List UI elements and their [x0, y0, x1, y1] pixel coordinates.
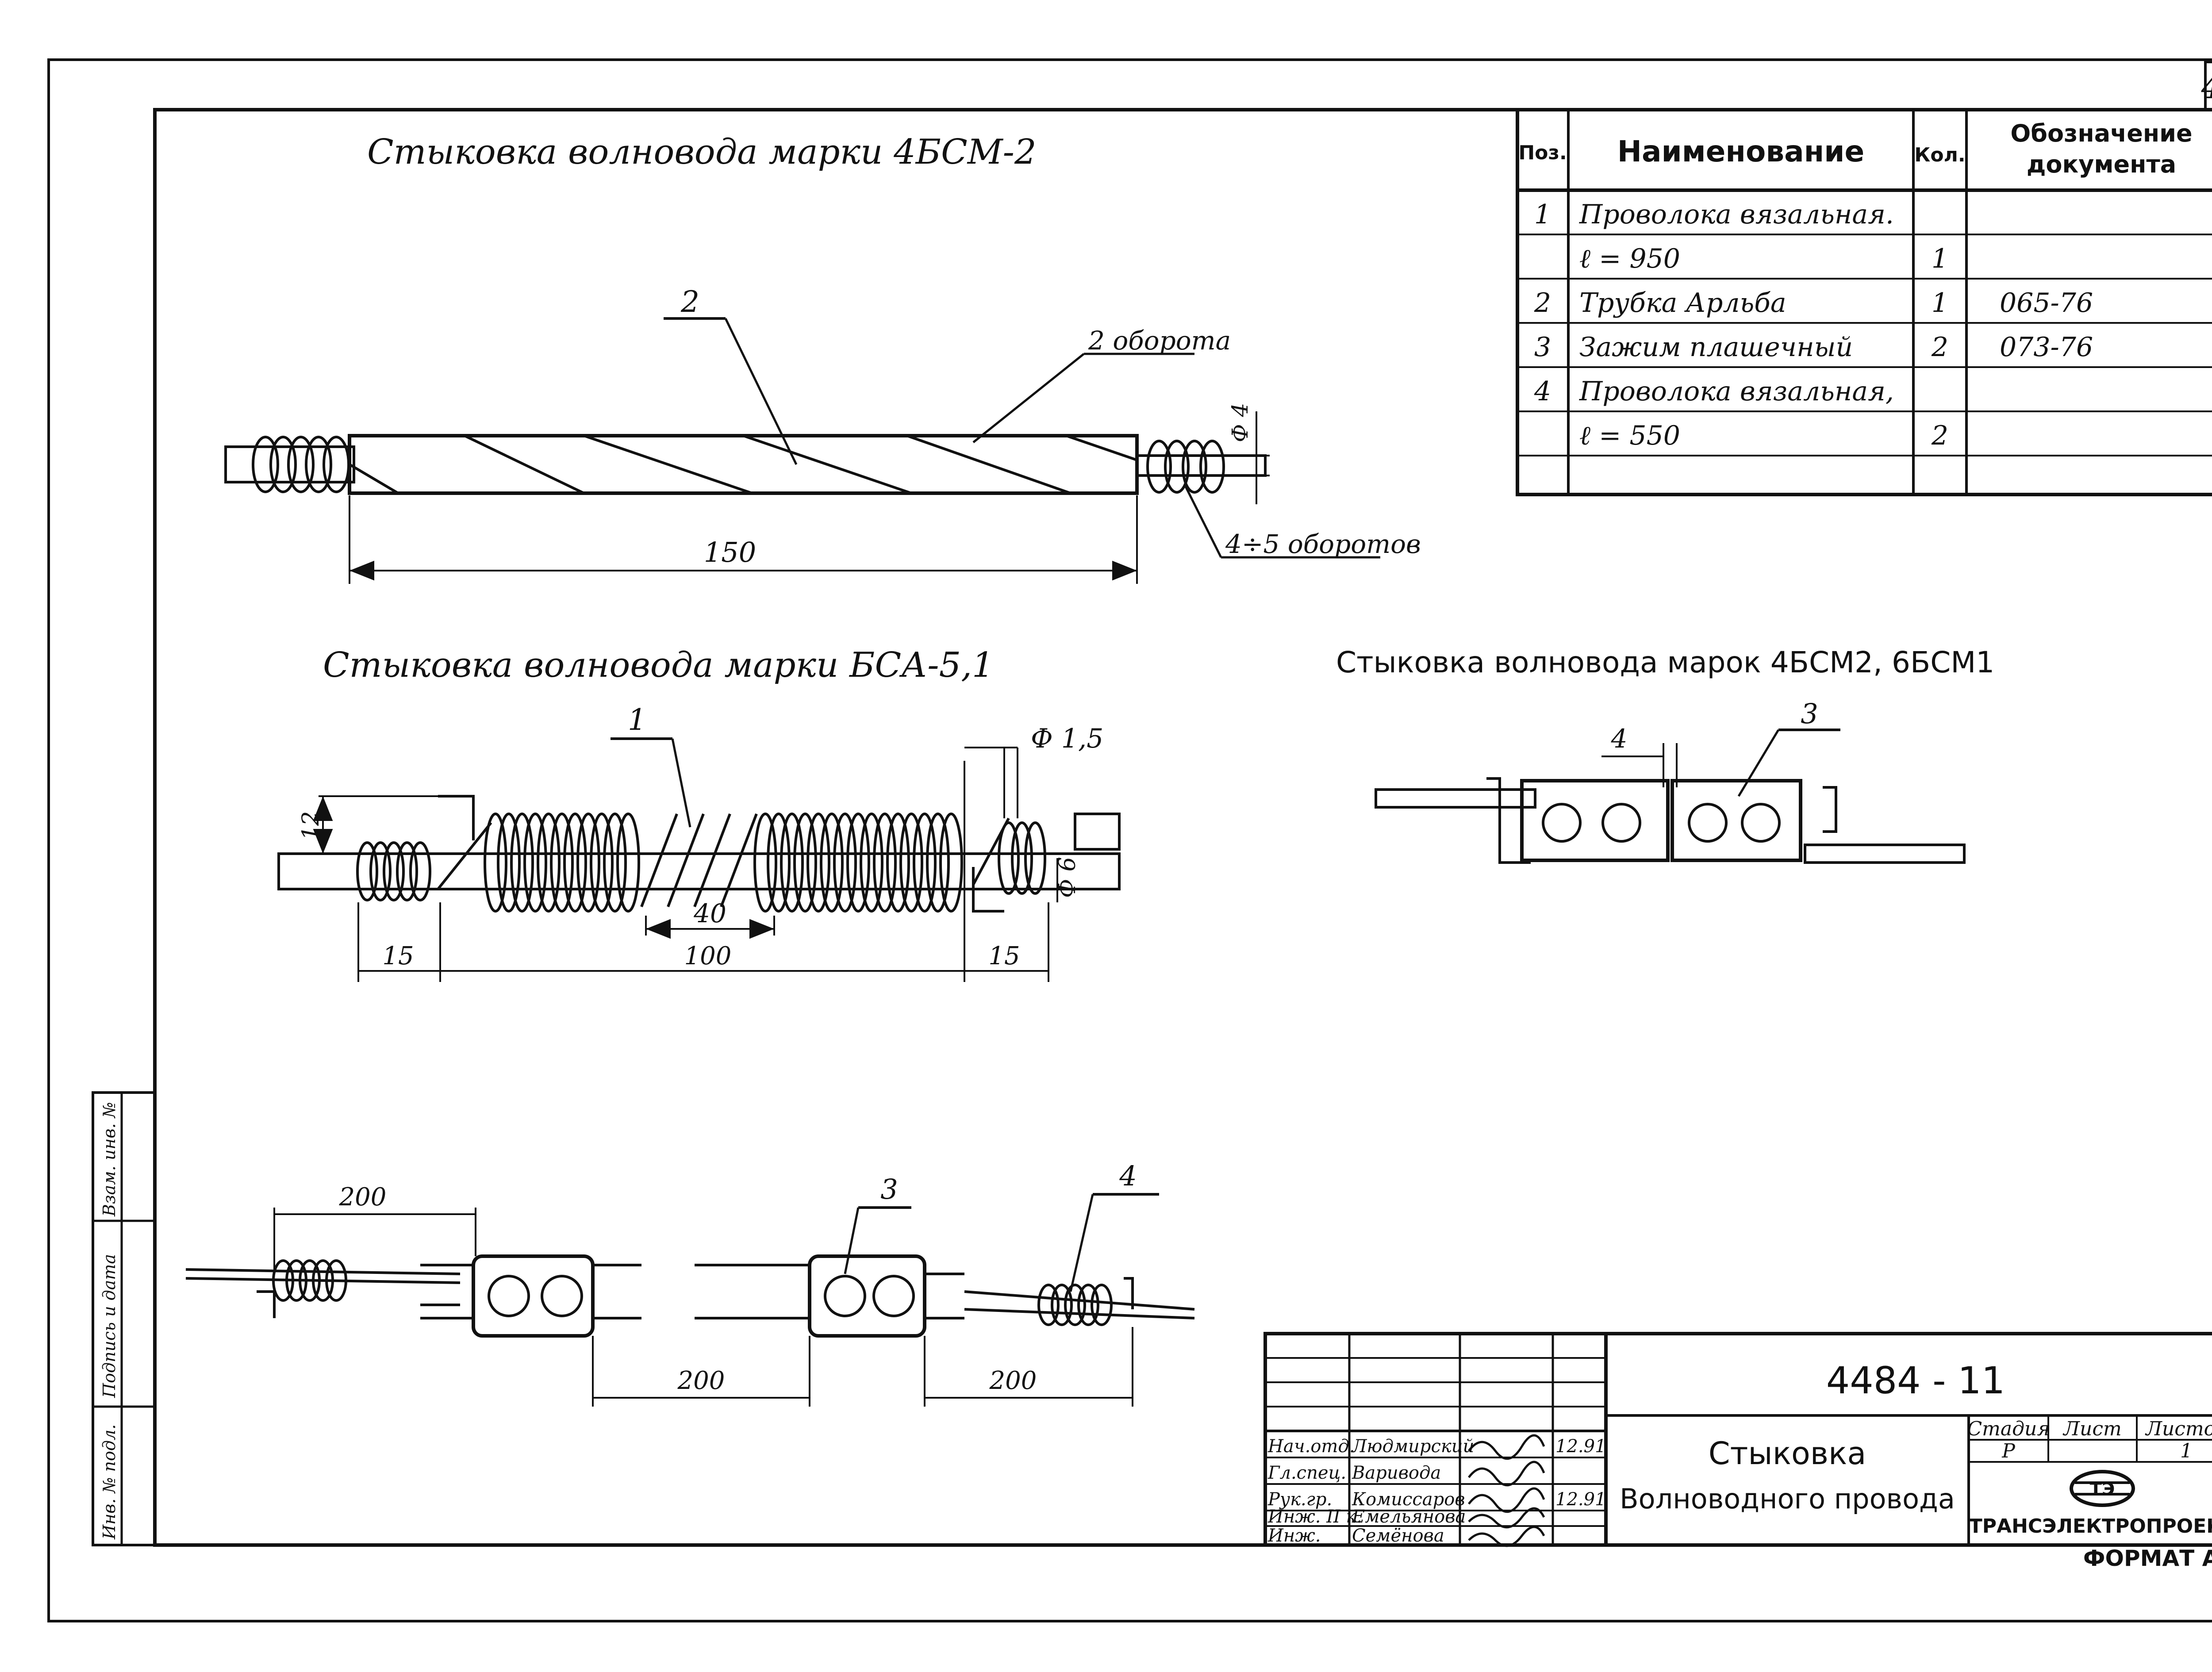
- handwritten-signatures: [1468, 1434, 1545, 1547]
- signature-role: Рук.гр.: [1267, 1489, 1332, 1510]
- spec-header-name: Наименование: [1617, 134, 1865, 169]
- spec-header-doc-1: Обозначение: [2010, 119, 2192, 147]
- spec-row-doc: 065-76: [2000, 288, 2093, 318]
- view2-drawing: [277, 737, 1121, 982]
- view2-dim-mid: 100: [684, 942, 732, 970]
- signature-role: Инж.: [1267, 1526, 1321, 1546]
- view3-leader-3: 3: [1801, 698, 1818, 730]
- sheet-number-box: [2204, 61, 2212, 111]
- signature-name: Людмирский: [1351, 1436, 1474, 1457]
- view2-pitch: 40: [693, 898, 726, 928]
- doc-title-line1: Стыковка: [1709, 1435, 1866, 1472]
- view3-dim-4: 4: [1611, 724, 1628, 754]
- signature-date: 12.91: [1555, 1489, 1606, 1510]
- view3-title: Стыковка волновода марок 4БСМ2, 6БСМ1: [1336, 645, 1994, 679]
- view1-title: Стыковка волновода марки 4БСМ-2: [367, 132, 1037, 172]
- spec-row-name: ℓ = 950: [1579, 243, 1680, 274]
- view4-dim-bottom-right: 200: [989, 1366, 1037, 1395]
- spec-row-name: Зажим плашечный: [1579, 332, 1853, 363]
- spec-row-pos: 3: [1534, 332, 1551, 363]
- side-stamp-label: Подпись и дата: [100, 1254, 119, 1398]
- view4-dim-top: 200: [339, 1183, 387, 1212]
- signature-rows: Нач.отд. Людмирский 12.91 Гл.спец. Варив…: [1267, 1436, 1606, 1546]
- stage-label: Стадия: [1967, 1418, 2050, 1440]
- spec-row-name: Проволока вязальная.: [1579, 199, 1894, 230]
- spec-row-name: ℓ = 550: [1579, 420, 1680, 451]
- company-name: ТРАНСЭЛЕКТРОПРОЕКТ: [1969, 1515, 2212, 1538]
- company-logo: ТЭ: [2070, 1470, 2135, 1507]
- view2-diameter: Ф 1,5: [1031, 723, 1103, 754]
- view4-drawing: [185, 1193, 1195, 1407]
- stage-value: Р: [2001, 1440, 2016, 1462]
- svg-text:ТЭ: ТЭ: [2090, 1479, 2115, 1499]
- spec-row-qty: 2: [1931, 420, 1948, 451]
- doc-number: 4484 - 11: [1826, 1359, 2005, 1402]
- signature-name: Комиссаров: [1352, 1489, 1465, 1510]
- view4-leader-3: 3: [880, 1173, 898, 1205]
- spec-row-name: Трубка Арльба: [1579, 288, 1786, 318]
- view2-diameter-6: Ф 6: [1054, 857, 1081, 898]
- signature-name: Семёнова: [1352, 1526, 1444, 1546]
- spec-row-doc: 073-76: [2000, 332, 2093, 363]
- view1-leader-2: 2: [680, 285, 699, 319]
- sheets-value: 1: [2180, 1440, 2193, 1462]
- view1-turns-4-5: 4÷5 оборотов: [1225, 529, 1421, 559]
- view1-diameter: Ф 4: [1227, 403, 1253, 442]
- view2-height: 12: [298, 811, 324, 840]
- spec-row-pos: 4: [1534, 376, 1551, 407]
- view1-drawing: [224, 317, 1380, 584]
- spec-row-qty: 2: [1931, 332, 1948, 363]
- signature-role: Инж. II к.: [1267, 1507, 1362, 1527]
- view4-dim-bottom-left: 200: [677, 1366, 725, 1395]
- signature-role: Нач.отд.: [1267, 1436, 1355, 1457]
- view2-dim-left: 15: [382, 942, 414, 970]
- spec-row-qty: 1: [1932, 288, 1948, 318]
- format-label: ФОРМАТ А3: [2083, 1545, 2212, 1571]
- signature-role: Гл.спец.: [1267, 1463, 1346, 1483]
- title-block: [1263, 1332, 2212, 1547]
- spec-row-qty: 1: [1932, 243, 1948, 274]
- spec-rows: 1 Проволока вязальная. ℓ = 950 1 2 Трубк…: [1534, 199, 2093, 451]
- spec-row-name: Проволока вязальная,: [1579, 376, 1894, 407]
- view3-drawing: [1375, 729, 1966, 864]
- spec-header-pos: Поз.: [1518, 142, 1567, 164]
- spec-table: [1516, 108, 2212, 496]
- signature-name: Варивода: [1352, 1463, 1441, 1483]
- view2-leader-1: 1: [628, 703, 646, 737]
- spec-row-pos: 2: [1534, 288, 1551, 318]
- view4-leader-4: 4: [1119, 1160, 1137, 1192]
- doc-title-line2: Волноводного провода: [1620, 1483, 1955, 1515]
- spec-row-pos: 1: [1534, 199, 1551, 230]
- side-stamp-label: Взам. инв. №: [100, 1102, 119, 1217]
- side-stamp: [92, 1091, 156, 1546]
- sheet-number: 44: [2200, 69, 2212, 106]
- spec-header-qty: Кол.: [1914, 144, 1965, 166]
- signature-name: Емельянова: [1352, 1507, 1466, 1527]
- side-stamp-label: Инв. № подл.: [100, 1424, 119, 1540]
- sheets-label: Листов: [2145, 1418, 2212, 1440]
- signature-date: 12.91: [1555, 1436, 1606, 1457]
- view1-length: 150: [704, 536, 756, 568]
- view2-title: Стыковка волновода марки БСА-5,1: [323, 645, 994, 685]
- spec-header-doc-2: документа: [2027, 150, 2176, 178]
- view1-turns-2: 2 оборота: [1088, 326, 1231, 356]
- view2-dim-right: 15: [988, 942, 1020, 970]
- sheet-label: Лист: [2062, 1418, 2121, 1440]
- inner-frame: [153, 108, 2212, 1547]
- outer-border: [47, 58, 2212, 1622]
